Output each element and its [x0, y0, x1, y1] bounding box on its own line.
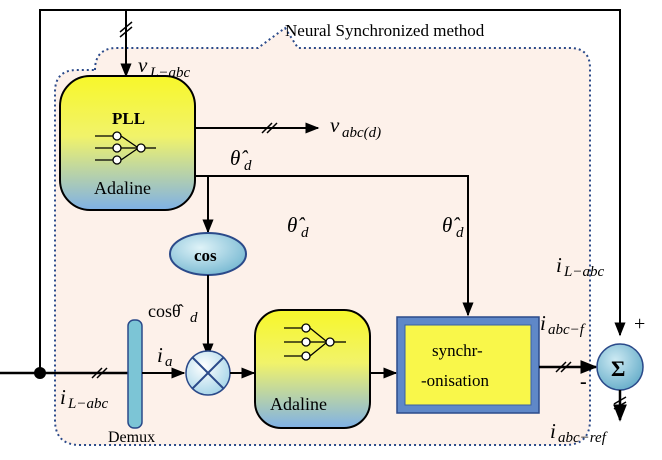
sync-line2: -onisation: [421, 371, 489, 390]
adaline-block[interactable]: Adaline: [254, 309, 371, 429]
signal-vabc-d: v abc(d): [330, 113, 381, 141]
bus-slash: [119, 21, 133, 38]
multiplier-icon[interactable]: [185, 350, 231, 396]
svg-text:L−abc: L−abc: [67, 396, 108, 412]
signal-iabc-ref: i abc−ref: [550, 419, 608, 446]
svg-text:L−abc: L−abc: [563, 264, 604, 280]
svg-text:i: i: [556, 253, 562, 277]
svg-text:i: i: [157, 343, 163, 367]
signal-iL-abc-right: i L−abc: [556, 253, 604, 280]
cos-block[interactable]: cos: [169, 232, 247, 276]
adaline-subtitle: Adaline: [270, 394, 327, 414]
signal-iabc-f: i abc−f: [540, 311, 586, 338]
svg-text:d: d: [456, 225, 464, 241]
signal-iL-abc-left: i L−abc: [60, 385, 108, 412]
bus-slash: [261, 122, 278, 134]
outer-feedback-wire: [39, 9, 626, 373]
svg-text:L−abc: L−abc: [149, 65, 190, 81]
pll-block[interactable]: PLL Adaline: [59, 75, 196, 211]
svg-text:i: i: [60, 385, 66, 409]
cos-label: cos: [194, 246, 217, 265]
sum-block[interactable]: Σ: [596, 343, 644, 391]
svg-text:i: i: [540, 311, 546, 335]
svg-text:v: v: [138, 53, 148, 77]
svg-text:cosθ̂: cosθ̂: [148, 301, 184, 321]
svg-text:abc(d): abc(d): [342, 125, 381, 141]
pll-subtitle: Adaline: [94, 178, 151, 198]
theta-wires: [195, 175, 474, 317]
demux-label: Demux: [108, 429, 155, 446]
plus-sign: +: [634, 313, 645, 335]
svg-text:abc−ref: abc−ref: [558, 430, 608, 446]
region-title: Neural Synchronized method: [285, 21, 485, 40]
bus-slash: [555, 361, 572, 373]
junction-node: [34, 367, 46, 379]
demux-block[interactable]: [127, 319, 143, 429]
sync-line1: synchr-: [432, 341, 483, 360]
signal-ia: i a: [157, 343, 173, 370]
bus-slash: [91, 367, 108, 379]
svg-text:d: d: [301, 225, 309, 241]
svg-text:i: i: [550, 419, 556, 443]
svg-text:d: d: [190, 310, 198, 326]
svg-text:abc−f: abc−f: [548, 322, 586, 338]
svg-text:v: v: [330, 113, 340, 137]
pll-title: PLL: [112, 109, 145, 128]
adaline-neuron-icon: [95, 131, 156, 165]
adaline-neuron-icon: [284, 323, 346, 361]
bus-slash: [613, 396, 627, 410]
synchronisation-block[interactable]: synchr- -onisation: [396, 316, 540, 414]
signal-cos-theta: cosθ̂ d: [148, 301, 198, 326]
svg-text:a: a: [165, 354, 173, 370]
minus-sign: -: [580, 371, 587, 393]
sum-symbol: Σ: [611, 356, 625, 381]
svg-text:d: d: [244, 158, 252, 174]
signal-vL-abc: v L−abc: [138, 53, 190, 81]
